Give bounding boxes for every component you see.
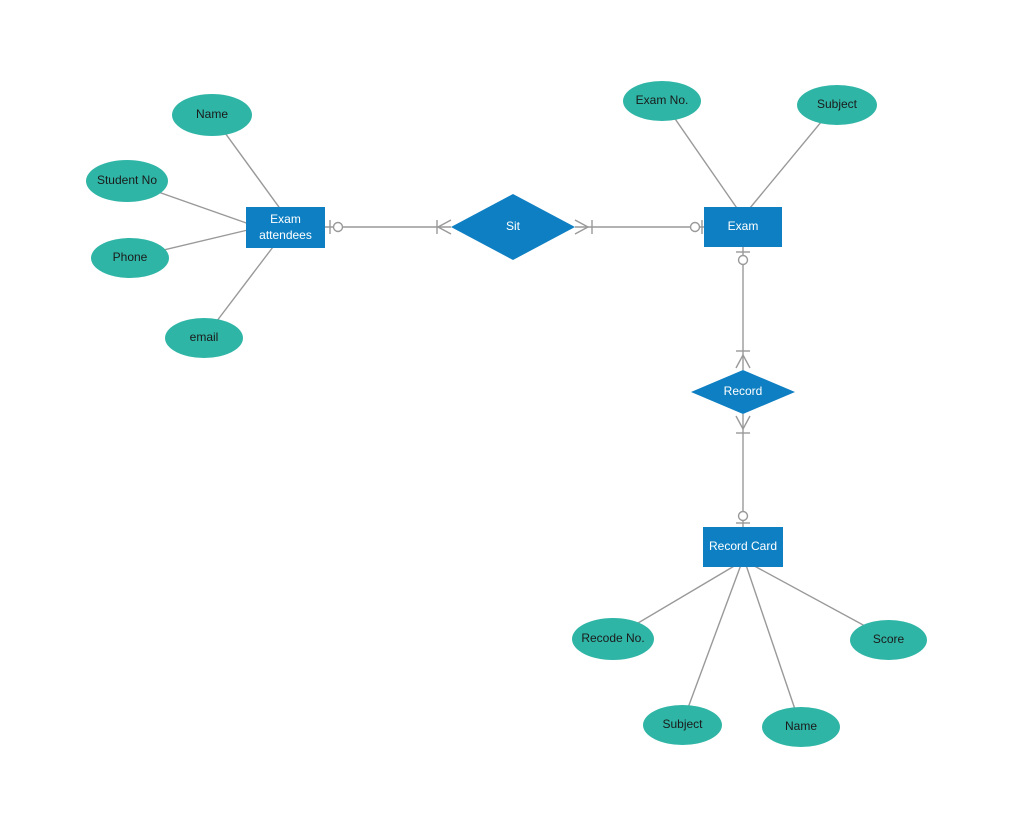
connector-record-record-card	[735, 414, 751, 527]
attribute-name-exam-attendees[interactable]: Name	[172, 94, 252, 136]
attribute-exam-no[interactable]: Exam No.	[623, 81, 701, 121]
attribute-label: Exam No.	[635, 93, 689, 108]
cardinality-circle	[737, 510, 749, 522]
attribute-label: Recode No.	[581, 631, 645, 646]
attribute-label: Subject	[662, 717, 703, 732]
link-subject-to-record-card	[681, 561, 743, 725]
entity-record-card[interactable]: Record Card	[703, 527, 783, 567]
cardinality-circle	[332, 221, 344, 233]
entity-exam-attendees[interactable]: Exam attendees	[246, 207, 325, 248]
attribute-label: Phone	[112, 250, 148, 265]
cardinality-circle	[737, 254, 749, 266]
attribute-recode-no[interactable]: Recode No.	[572, 618, 654, 660]
attribute-phone[interactable]: Phone	[91, 238, 169, 278]
attribute-email[interactable]: email	[165, 318, 243, 358]
attribute-label: Score	[872, 632, 905, 647]
connector-sit-exam	[574, 219, 704, 235]
entity-exam[interactable]: Exam	[704, 207, 782, 247]
attribute-label: Name	[195, 107, 228, 122]
connector-exam-record	[735, 247, 751, 370]
attribute-connectors	[126, 99, 890, 728]
link-name-to-record-card	[744, 561, 802, 728]
relationship-label: Sit	[505, 219, 520, 234]
connector-exam-attendees-sit	[325, 219, 452, 235]
attribute-score[interactable]: Score	[850, 620, 927, 660]
attribute-subject-exam[interactable]: Subject	[797, 85, 877, 125]
crow-foot-icon	[574, 219, 590, 235]
crow-foot-icon	[735, 415, 751, 431]
attribute-name-record-card[interactable]: Name	[762, 707, 840, 747]
entity-label: Record Card	[708, 539, 778, 554]
attribute-label: Subject	[816, 97, 858, 112]
attribute-subject-record-card[interactable]: Subject	[643, 705, 722, 745]
attribute-label: email	[189, 330, 219, 345]
entity-label: Exam attendees	[259, 211, 312, 242]
attribute-label: Name	[784, 719, 817, 734]
attribute-student-no[interactable]: Student No	[86, 160, 168, 202]
crow-foot-icon	[436, 219, 452, 235]
crow-foot-icon	[735, 353, 751, 369]
relationship-label: Record	[723, 384, 763, 399]
entity-label: Exam	[727, 219, 759, 234]
attribute-label: Student No	[96, 173, 158, 188]
cardinality-circle	[689, 221, 701, 233]
